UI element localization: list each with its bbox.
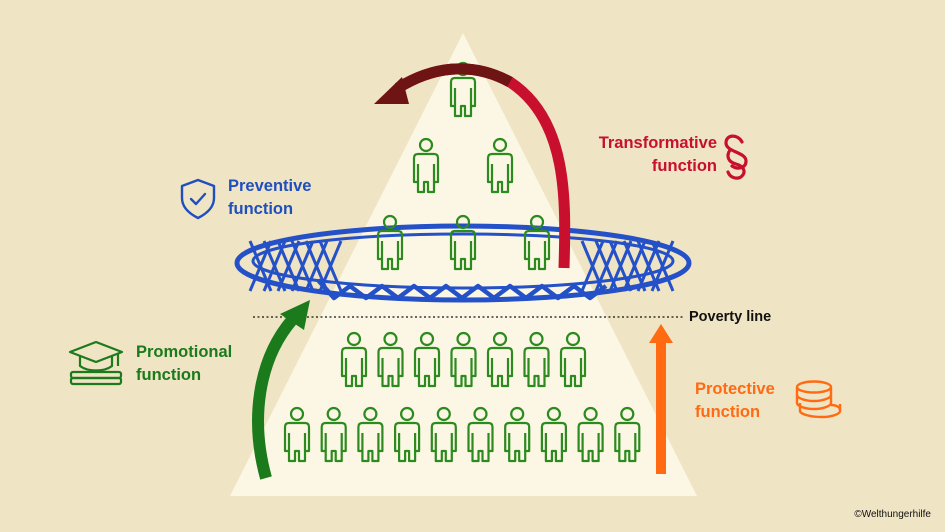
person-icon bbox=[523, 331, 550, 388]
promotional-arrow bbox=[252, 316, 297, 480]
person-icon bbox=[504, 406, 531, 463]
protective-arrowhead bbox=[649, 324, 673, 343]
net-rim-inner bbox=[251, 232, 675, 290]
person-icon bbox=[283, 406, 311, 463]
population-people bbox=[283, 61, 641, 463]
poverty-line-label: Poverty line bbox=[689, 309, 772, 325]
protective-arrow-shaft bbox=[656, 340, 666, 474]
shield-check-icon bbox=[180, 178, 216, 220]
person-icon bbox=[450, 331, 477, 388]
person-icon bbox=[394, 406, 421, 463]
section-sign-icon bbox=[724, 134, 748, 180]
person-icon bbox=[357, 406, 384, 463]
person-icon bbox=[320, 406, 347, 463]
transformative-arrowhead bbox=[374, 77, 409, 104]
coin-stack-icon bbox=[795, 380, 842, 419]
person-icon bbox=[486, 137, 514, 194]
person-icon bbox=[486, 331, 514, 388]
transformative-arrow-tail bbox=[395, 63, 513, 93]
person-icon bbox=[413, 331, 441, 388]
person-icon bbox=[377, 331, 404, 388]
person-icon bbox=[467, 406, 494, 463]
person-icon bbox=[540, 406, 567, 463]
safety-net-front bbox=[316, 278, 608, 301]
person-icon bbox=[449, 214, 477, 271]
person-icon bbox=[340, 331, 368, 388]
graduation-cap-books-icon bbox=[68, 340, 124, 386]
person-icon bbox=[376, 214, 404, 271]
person-icon bbox=[430, 406, 457, 463]
person-icon bbox=[523, 214, 551, 271]
pyramid bbox=[230, 33, 697, 496]
person-icon bbox=[412, 137, 440, 194]
net-strand bbox=[650, 240, 675, 292]
copyright-notice: ©Welthungerhilfe bbox=[854, 509, 931, 520]
person-icon bbox=[577, 406, 604, 463]
net-strand bbox=[318, 240, 343, 292]
promotional-arrowhead bbox=[280, 300, 310, 330]
net-front-zigzag bbox=[316, 278, 608, 301]
person-icon bbox=[614, 406, 641, 463]
person-icon bbox=[559, 331, 587, 388]
